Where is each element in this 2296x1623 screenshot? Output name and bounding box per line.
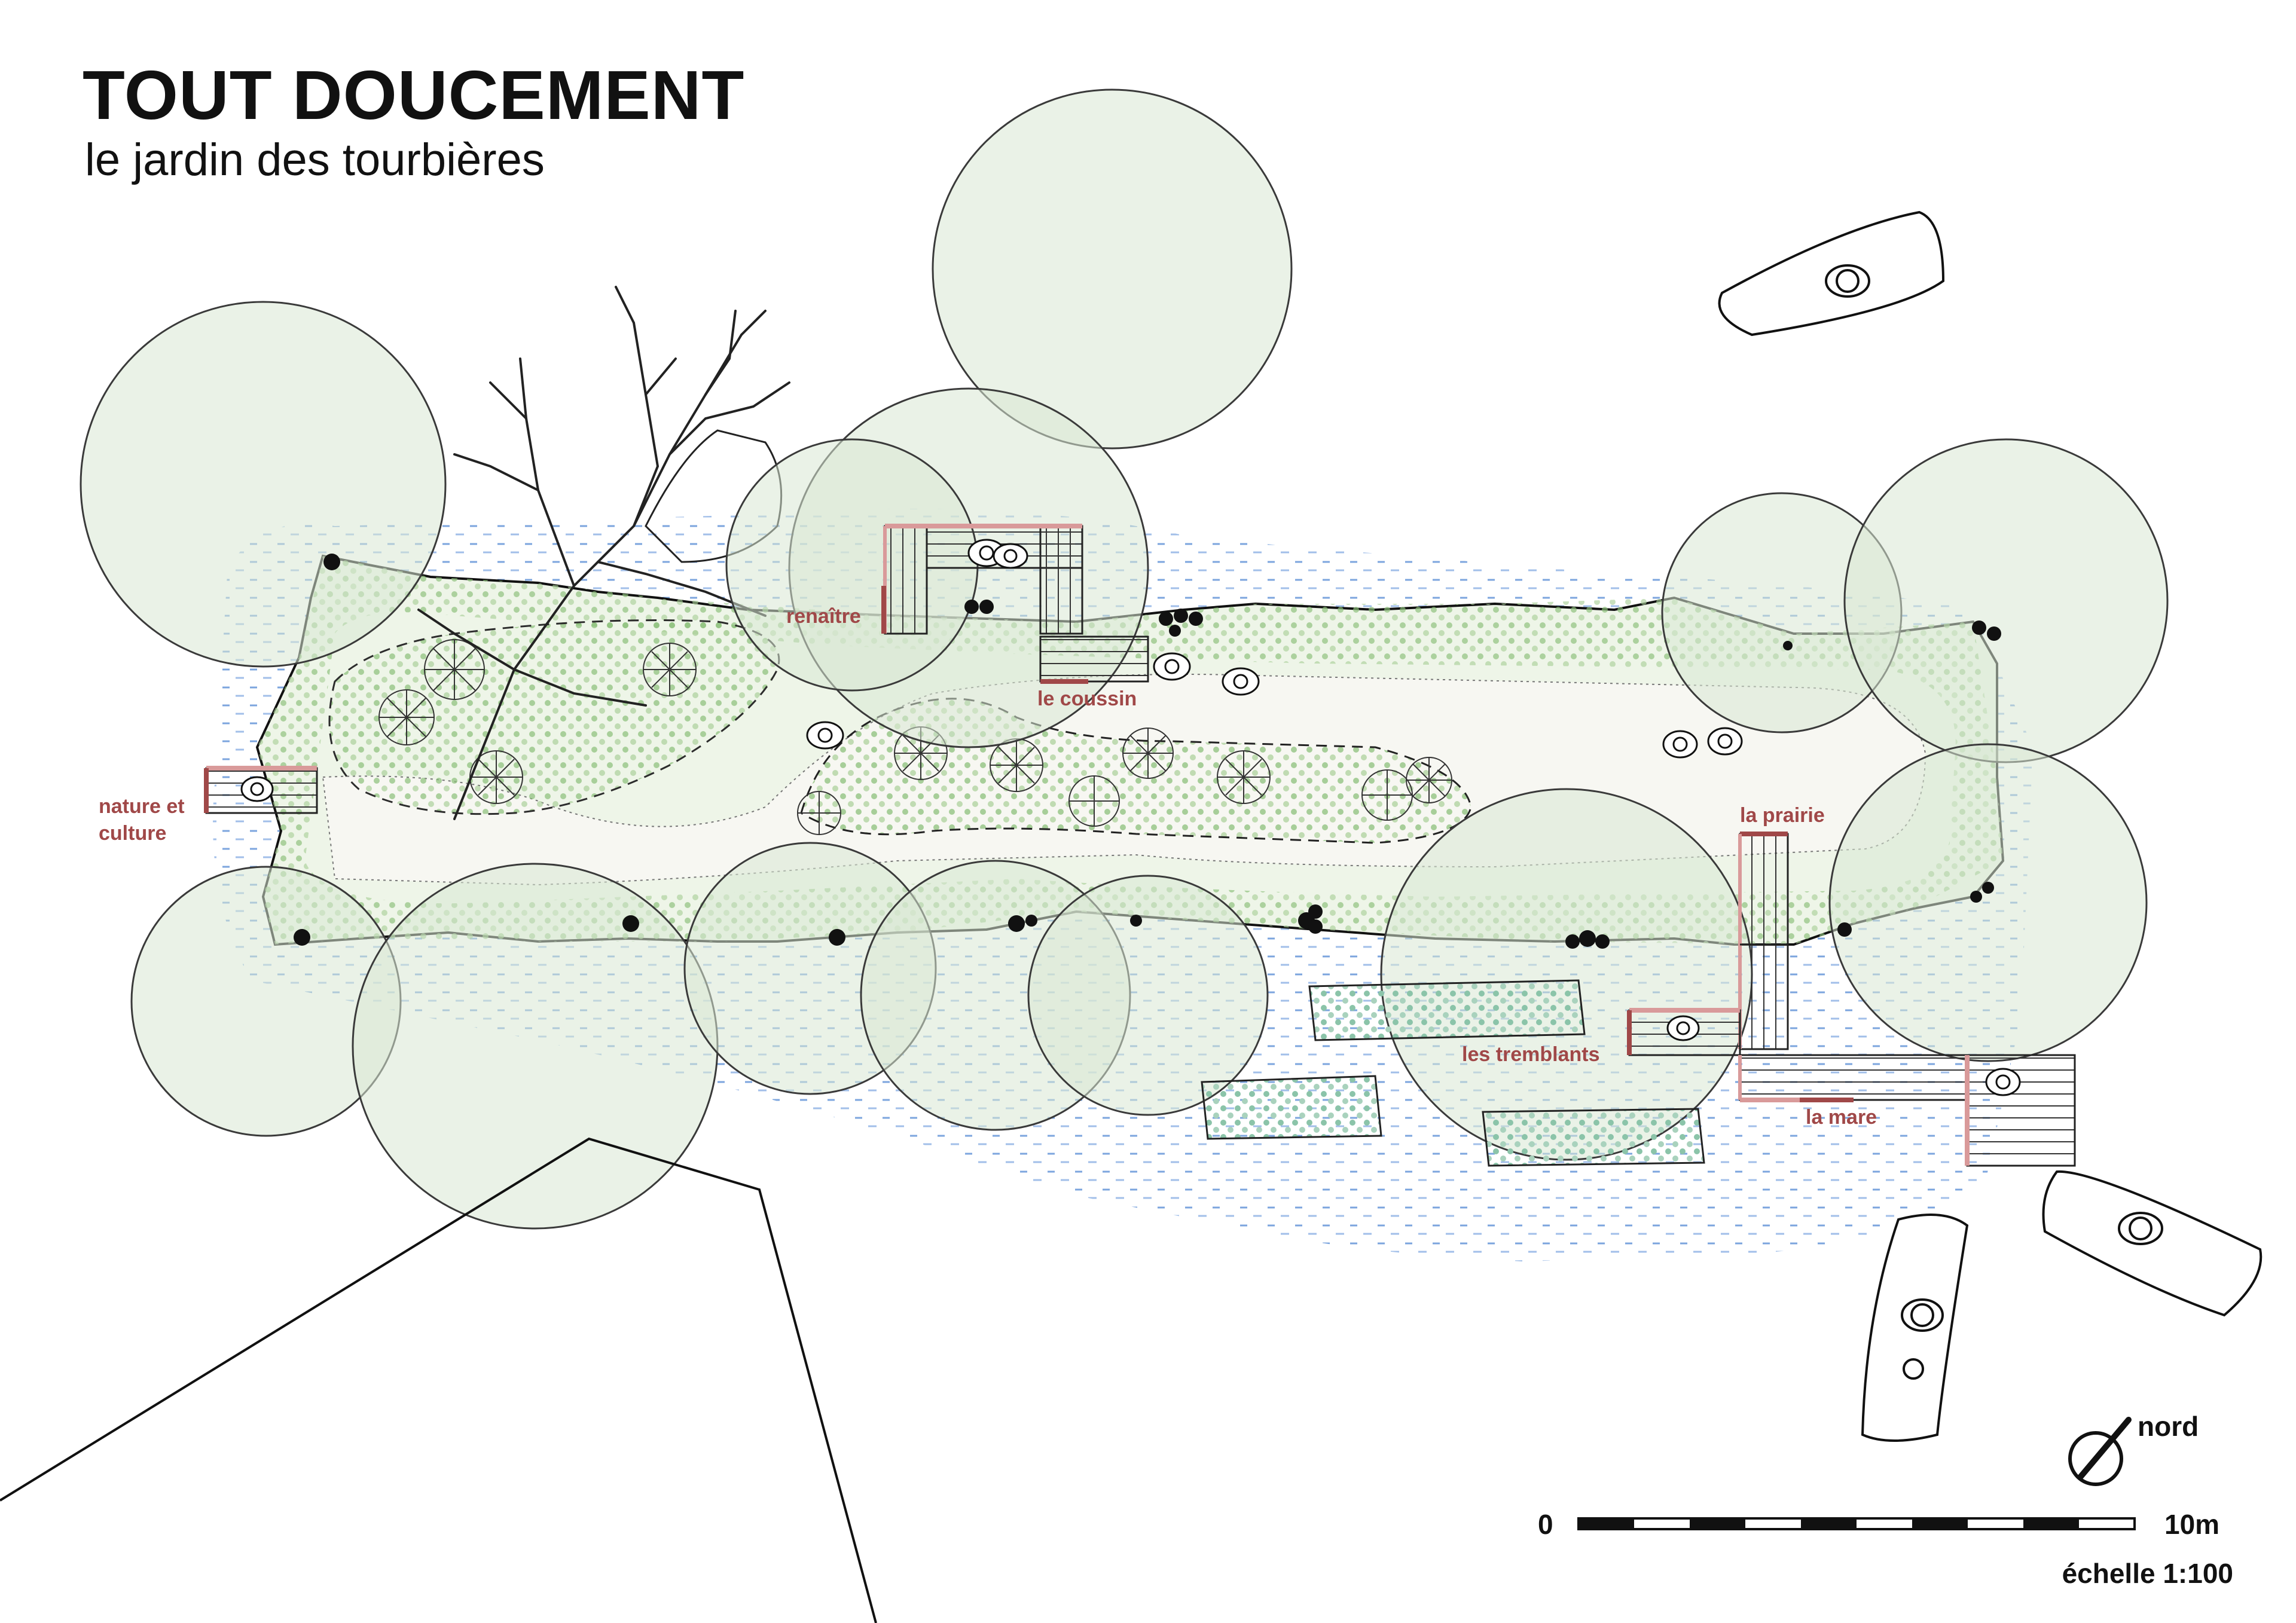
north-label: nord bbox=[2138, 1411, 2199, 1442]
people bbox=[240, 539, 2021, 1096]
scale-end-label: 10m bbox=[2164, 1509, 2219, 1540]
person-figure bbox=[806, 721, 844, 750]
scale-start-label: 0 bbox=[1538, 1509, 1553, 1540]
shrub bbox=[424, 639, 485, 700]
tree-canopy bbox=[1828, 743, 2148, 1062]
shrub bbox=[1122, 728, 1174, 779]
person-figure bbox=[1222, 667, 1260, 696]
shrub bbox=[1217, 750, 1271, 804]
person-figure bbox=[1985, 1068, 2021, 1096]
tremblants bbox=[1201, 979, 1705, 1167]
person-figure bbox=[240, 776, 274, 802]
person-figure bbox=[993, 543, 1028, 569]
person-figure bbox=[1662, 730, 1698, 759]
shrub bbox=[1068, 775, 1120, 827]
zone-label-nature-et-culture: nature et bbox=[99, 795, 185, 818]
zone-labels: nature et culture renaître le coussin la… bbox=[99, 605, 1877, 1129]
shrub bbox=[990, 738, 1043, 792]
shrub bbox=[797, 791, 841, 835]
north-arrow: nord bbox=[2068, 1411, 2199, 1486]
scale-bar: 0 10m échelle 1:100 bbox=[1538, 1509, 2233, 1589]
decks bbox=[204, 524, 2076, 1167]
boat bbox=[1718, 210, 1945, 337]
boundary-posts bbox=[294, 554, 2001, 949]
garden-dot-border bbox=[257, 556, 2003, 945]
deck-la-mare bbox=[1738, 1054, 2076, 1167]
boats bbox=[1718, 210, 2263, 1442]
page-title: TOUT DOUCEMENT bbox=[83, 56, 745, 134]
shrub bbox=[643, 643, 697, 696]
tremblant-island bbox=[1482, 1108, 1705, 1167]
dead-tree bbox=[417, 286, 790, 820]
zone-label-nature-et-culture-2: culture bbox=[99, 822, 166, 845]
tree-canopy bbox=[1027, 875, 1269, 1116]
person-figure bbox=[1153, 652, 1191, 681]
zone-label-les-tremblants: les tremblants bbox=[1462, 1043, 1600, 1066]
deck-la-prairie bbox=[1738, 832, 1789, 1050]
boat bbox=[2042, 1170, 2263, 1317]
shrubs bbox=[378, 639, 1452, 835]
tremblant-island bbox=[1308, 979, 1586, 1041]
scale-ratio-label: échelle 1:100 bbox=[2062, 1558, 2233, 1589]
tremblant-island bbox=[1201, 1075, 1382, 1140]
north-needle bbox=[2078, 1417, 2132, 1480]
boat bbox=[1861, 1214, 1969, 1442]
zone-label-la-mare: la mare bbox=[1806, 1106, 1877, 1129]
deck-le-coussin bbox=[1039, 635, 1149, 684]
building-outline bbox=[0, 1137, 877, 1623]
person-figure bbox=[1707, 727, 1743, 756]
person-figure bbox=[1666, 1015, 1700, 1041]
tree-canopy bbox=[352, 863, 719, 1230]
tree-canopy bbox=[80, 301, 447, 668]
shrub bbox=[1406, 757, 1452, 803]
zone-label-le-coussin: le coussin bbox=[1037, 687, 1137, 710]
tree-canopy bbox=[932, 88, 1293, 450]
shrub bbox=[378, 689, 435, 745]
north-circle bbox=[2068, 1431, 2123, 1486]
shrub bbox=[1361, 769, 1413, 821]
zone-label-renaitre: renaître bbox=[786, 605, 861, 628]
zone-label-la-prairie: la prairie bbox=[1740, 804, 1825, 827]
tree-canopy bbox=[1380, 788, 1753, 1161]
tree-canopy bbox=[1843, 438, 2169, 763]
planting-bed-west bbox=[328, 619, 780, 815]
page-subtitle: le jardin des tourbières bbox=[85, 135, 545, 185]
